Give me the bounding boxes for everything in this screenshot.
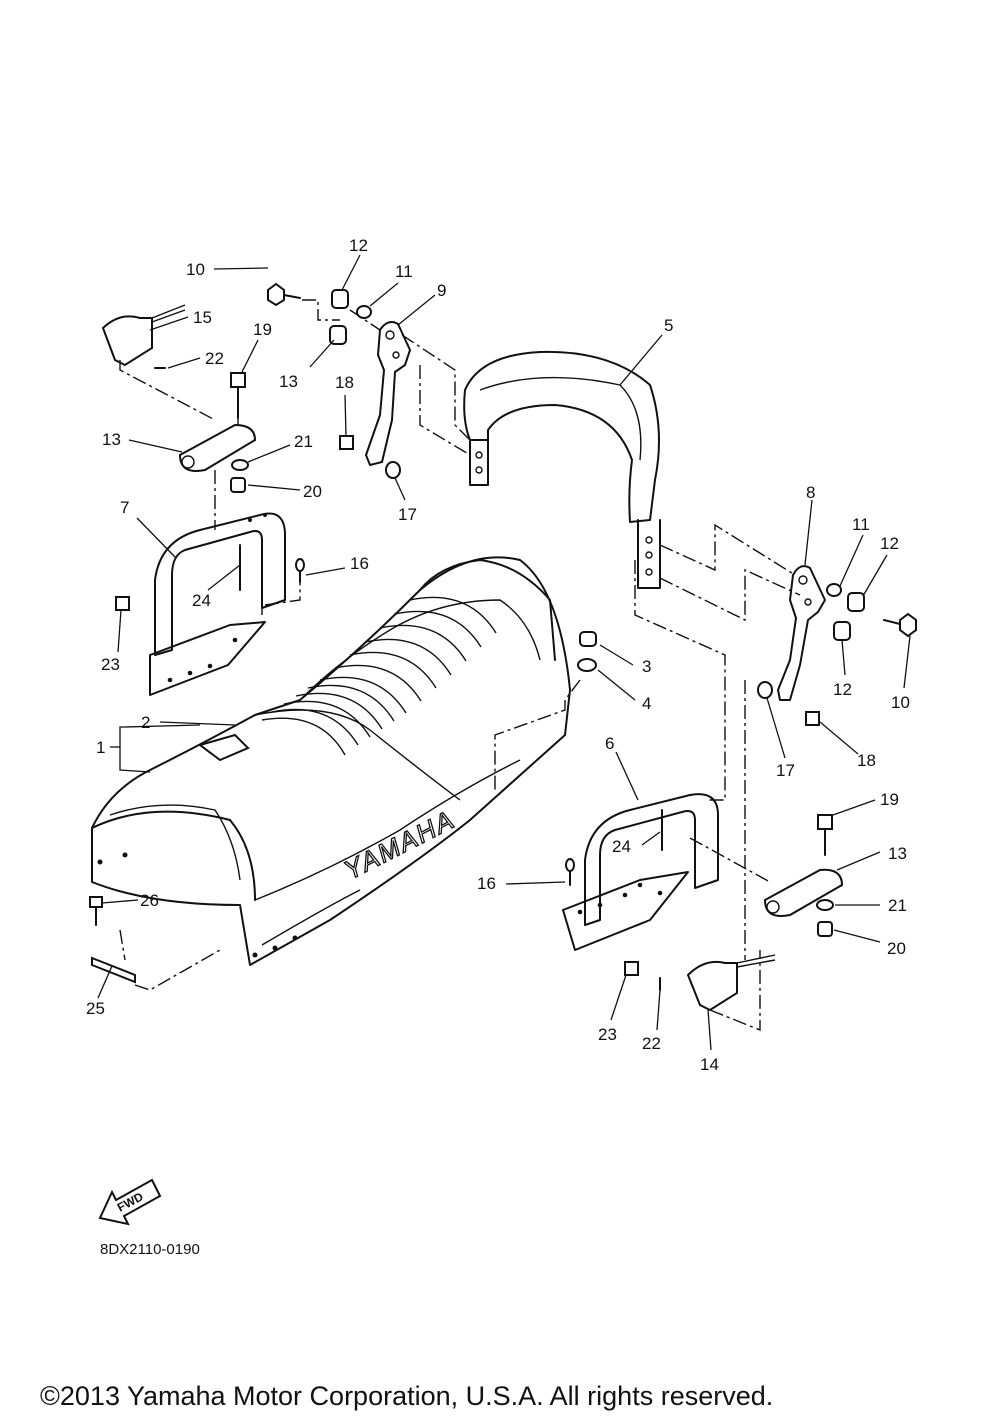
callout-24a: 24	[192, 591, 211, 610]
drawing-code: 8DX2110-0190	[100, 1241, 200, 1258]
callout-10a: 10	[186, 260, 205, 279]
callout-12c: 12	[833, 680, 852, 699]
callout-17a: 17	[398, 505, 417, 524]
callout-21a: 21	[294, 432, 313, 451]
callout-19b: 19	[880, 790, 899, 809]
callout-12a: 12	[349, 236, 368, 255]
fwd-arrow-icon: FWD	[98, 1178, 162, 1226]
hardware-parts	[89, 282, 917, 1012]
callout-13c: 13	[888, 844, 907, 863]
callout-11b: 11	[852, 515, 870, 534]
callout-20b: 20	[887, 939, 906, 958]
callout-20a: 20	[303, 482, 322, 501]
callout-16a: 16	[350, 554, 369, 573]
callout-9: 9	[437, 281, 446, 300]
backrest	[463, 350, 661, 589]
stay-bracket-9	[365, 321, 411, 466]
callout-7: 7	[120, 498, 129, 517]
callout-5: 5	[664, 316, 673, 335]
callout-19a: 19	[253, 320, 272, 339]
callout-16b: 16	[477, 874, 496, 893]
callout-6: 6	[605, 734, 614, 753]
callout-10b: 10	[891, 693, 910, 712]
callout-13a: 13	[279, 372, 298, 391]
callout-18b: 18	[857, 751, 876, 770]
callout-26: 26	[140, 891, 159, 910]
handle-7	[149, 512, 286, 696]
callout-3: 3	[642, 657, 651, 676]
callout-22b: 22	[642, 1034, 661, 1053]
callout-21b: 21	[888, 896, 907, 915]
handle-6	[562, 793, 719, 951]
callout-1: 1	[96, 738, 105, 757]
callout-11a: 11	[395, 262, 413, 281]
callout-23a: 23	[101, 655, 120, 674]
callout-labels: 1 2 3 4 5 6 7 8 9 10 10 11 11 12 12 12 1…	[86, 236, 910, 1074]
assembly-lines	[119, 299, 801, 1032]
callout-18a: 18	[335, 373, 354, 392]
leader-lines	[97, 254, 911, 1051]
callout-4: 4	[642, 694, 651, 713]
callout-22a: 22	[205, 349, 224, 368]
copyright-notice: ©2013 Yamaha Motor Corporation, U.S.A. A…	[40, 1381, 774, 1411]
stay-bracket-8	[777, 565, 826, 701]
callout-14: 14	[700, 1055, 719, 1074]
callout-15: 15	[193, 308, 212, 327]
callout-12b: 12	[880, 534, 899, 553]
seat-assembly: YAMAHA	[91, 556, 571, 966]
callout-13b: 13	[102, 430, 121, 449]
callout-23b: 23	[598, 1025, 617, 1044]
callout-17b: 17	[776, 761, 795, 780]
callout-25: 25	[86, 999, 105, 1018]
callout-2: 2	[141, 713, 150, 732]
callout-8: 8	[806, 483, 815, 502]
callout-24b: 24	[612, 837, 631, 856]
